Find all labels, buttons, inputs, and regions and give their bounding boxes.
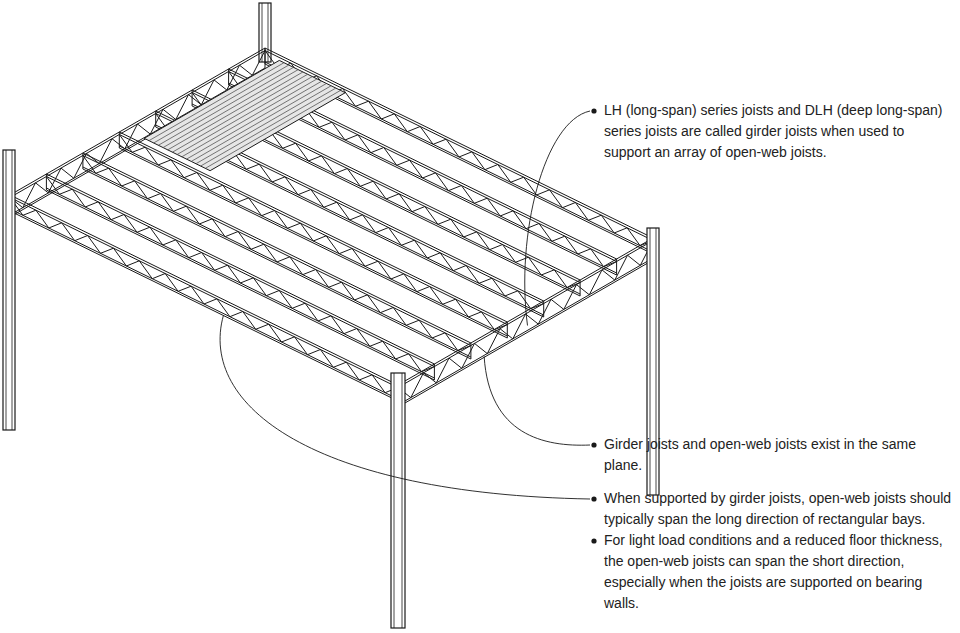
callout-note: When supported by girder joists, open-we… — [604, 488, 954, 530]
bullet-dot — [591, 442, 596, 447]
bullet-dot — [591, 108, 596, 113]
steel-column-flange — [650, 228, 656, 495]
steel-column — [391, 373, 405, 628]
leader-line — [220, 316, 590, 500]
leader-line — [484, 356, 590, 445]
callout-note: Girder joists and open-web joists exist … — [604, 434, 954, 476]
deck-rib — [149, 63, 341, 169]
steel-column — [3, 150, 15, 430]
steel-column — [647, 228, 659, 495]
bullet-dot — [591, 538, 596, 543]
steel-column-flange — [394, 373, 402, 628]
bullet-dot — [591, 496, 596, 501]
open-web-joist — [46, 174, 434, 380]
metal-deck — [144, 60, 345, 170]
leader-line — [525, 111, 590, 326]
open-web-joist — [10, 195, 398, 401]
callout-note: LH (long-span) series joists and DLH (de… — [604, 100, 954, 163]
callout-note: For light load conditions and a reduced … — [604, 530, 954, 614]
steel-column-flange — [6, 150, 12, 430]
